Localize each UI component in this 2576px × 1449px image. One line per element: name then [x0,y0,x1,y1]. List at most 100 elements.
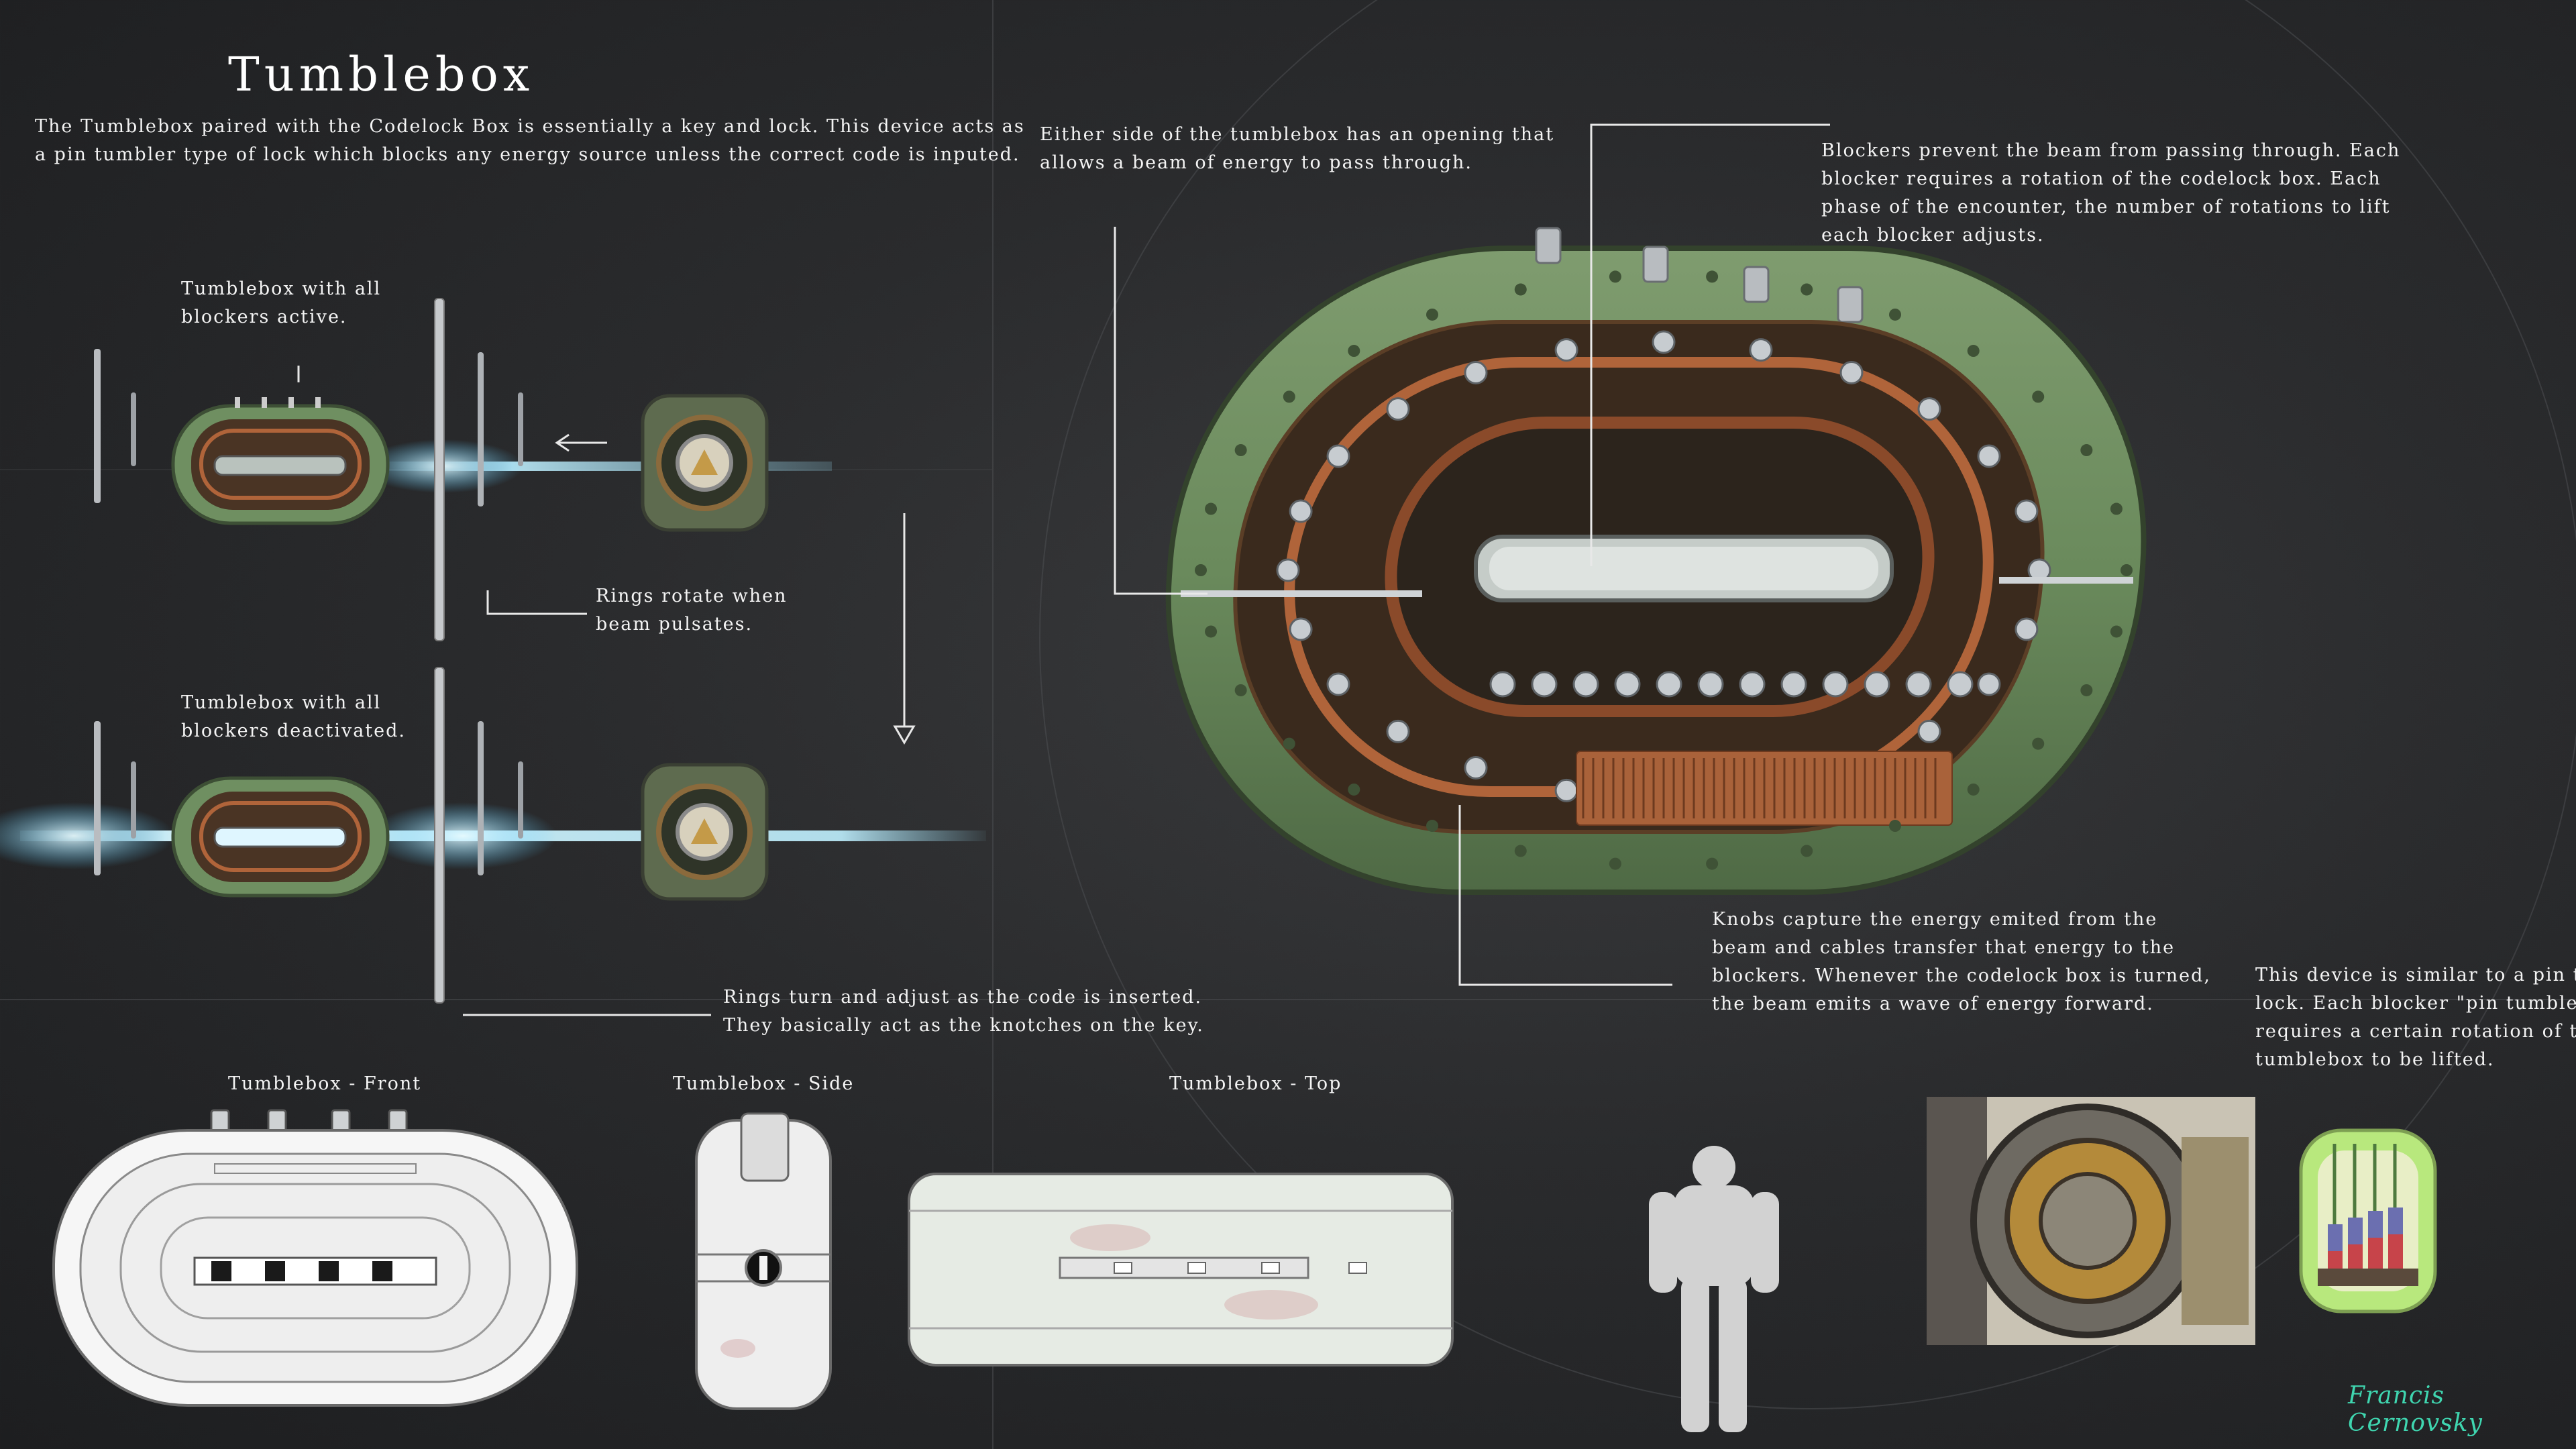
cable-knob [1917,719,1941,743]
view-caption-front: Tumblebox - Front [228,1073,422,1094]
cable-knob [1464,755,1488,780]
leader-lines-left [297,366,711,1016]
tumblebox-front-view [52,1109,578,1407]
view-caption-side: Tumblebox - Side [673,1073,855,1094]
rivet [1889,820,1901,833]
label-active: Tumblebox with all blockers active. [181,275,381,331]
human-scale-silhouette [1649,1146,1779,1432]
label-rings-line-2: beam pulsates. [596,614,753,635]
label-similar-line-4: tumblebox to be lifted. [2255,1049,2495,1070]
rivet [1283,390,1295,403]
page-title: Tumblebox [228,47,535,102]
knob [1656,671,1682,698]
rivet [2110,625,2123,638]
cable-knob [1652,330,1676,354]
knob [1531,671,1558,698]
tumblebox-side-view [695,1112,832,1410]
cable-knob [1749,338,1773,362]
cable-knob [1289,499,1313,523]
cable-knob [1326,444,1350,468]
knob [1572,671,1599,698]
label-either-side: Either side of the tumblebox has an open… [1040,121,1554,177]
beam-diagram-deactivated [0,667,986,1004]
rivet [2110,502,2123,515]
label-rings-rotate: Rings rotate when beam pulsates. [596,582,787,639]
rivet [1348,783,1360,796]
rivet [2032,737,2045,750]
tumblebox-cutaway-render [1165,227,2147,895]
rivet [1801,283,1813,296]
rivet [1426,820,1438,833]
rivet [1195,564,1207,576]
knob [1905,671,1932,698]
intro-line-1: The Tumblebox paired with the Codelock B… [35,116,1025,137]
cable-knob [2015,499,2039,523]
rivet [2080,684,2093,696]
tumblebox-top-view [908,1173,1454,1366]
cable-knob [1917,397,1941,421]
vault-door-reference-photo [1927,1097,2255,1345]
label-active-line-2: blockers active. [181,307,347,327]
cable-knob [1326,672,1350,696]
rivet [2032,390,2045,403]
intro-line-2: a pin tumbler type of lock which blocks … [35,144,1020,165]
label-blockers-line-1: Blockers prevent the beam from passing t… [1821,140,2401,161]
rivet [1889,308,1901,321]
knob [1780,671,1807,698]
sequence-arrow [893,513,916,745]
rivet [2121,564,2133,576]
cable-knob [1977,672,2001,696]
label-blockers: Blockers prevent the beam from passing t… [1821,137,2400,250]
rivet [2080,444,2093,457]
codelock-box-deactivated [641,763,769,901]
knob [1947,671,1974,698]
beam-diagram-active [94,298,832,641]
cable-knob [1386,397,1410,421]
rivet [1609,270,1621,283]
rivet [1205,625,1218,638]
label-rings-turn: Rings turn and adjust as the code is ins… [723,983,1204,1040]
knob [1822,671,1849,698]
label-knobs-line-4: the beam emits a wave of energy forward. [1712,994,2154,1014]
artist-signature: Francis Cernovsky [2348,1382,2483,1437]
cable-knob [1464,361,1488,385]
label-blockers-line-3: phase of the encounter, the number of ro… [1821,197,2391,217]
rivet [1205,502,1218,515]
label-knobs-line-3: blockers. Whenever the codelock box is t… [1712,965,2211,986]
view-caption-top: Tumblebox - Top [1169,1073,1342,1094]
cable-knob [2015,617,2039,641]
codelock-box-active [641,394,769,532]
label-deact-line-2: blockers deactivated. [181,720,406,741]
rivet [1967,345,1980,358]
label-rings-line-1: Rings rotate when [596,586,788,606]
cable-knob [1386,719,1410,743]
label-similar-line-3: requires a certain rotation of the [2255,1021,2576,1042]
label-turn-line-1: Rings turn and adjust as the code is ins… [723,987,1203,1008]
label-either-line-2: allows a beam of energy to pass through. [1040,152,1473,173]
knob [1697,671,1724,698]
rivet [1514,845,1527,857]
cable-knob [1289,617,1313,641]
label-knobs-line-2: beam and cables transfer that energy to … [1712,937,2176,958]
knob [1864,671,1890,698]
tumblebox-small-deactivated [171,776,390,898]
cable-knob [1839,361,1864,385]
cable-knob [1554,338,1578,362]
rivet [1801,845,1813,857]
knob [1489,671,1516,698]
label-blockers-line-4: each blocker adjusts. [1821,225,2045,246]
intro-text: The Tumblebox paired with the Codelock B… [35,113,1025,169]
rivet [1609,857,1621,870]
label-active-line-1: Tumblebox with all [181,278,382,299]
rivet [1234,444,1247,457]
rivet [1514,283,1527,296]
rivet [1348,345,1360,358]
label-knobs-line-1: Knobs capture the energy emited from the [1712,909,2158,930]
label-deact-line-1: Tumblebox with all [181,692,382,713]
pin-tumbler-diagram [2299,1128,2437,1313]
tumblebox-small-active [171,397,390,525]
label-either-line-1: Either side of the tumblebox has an open… [1040,124,1555,145]
rivet [1283,737,1295,750]
cable-knob [1977,444,2001,468]
rivet [1234,684,1247,696]
